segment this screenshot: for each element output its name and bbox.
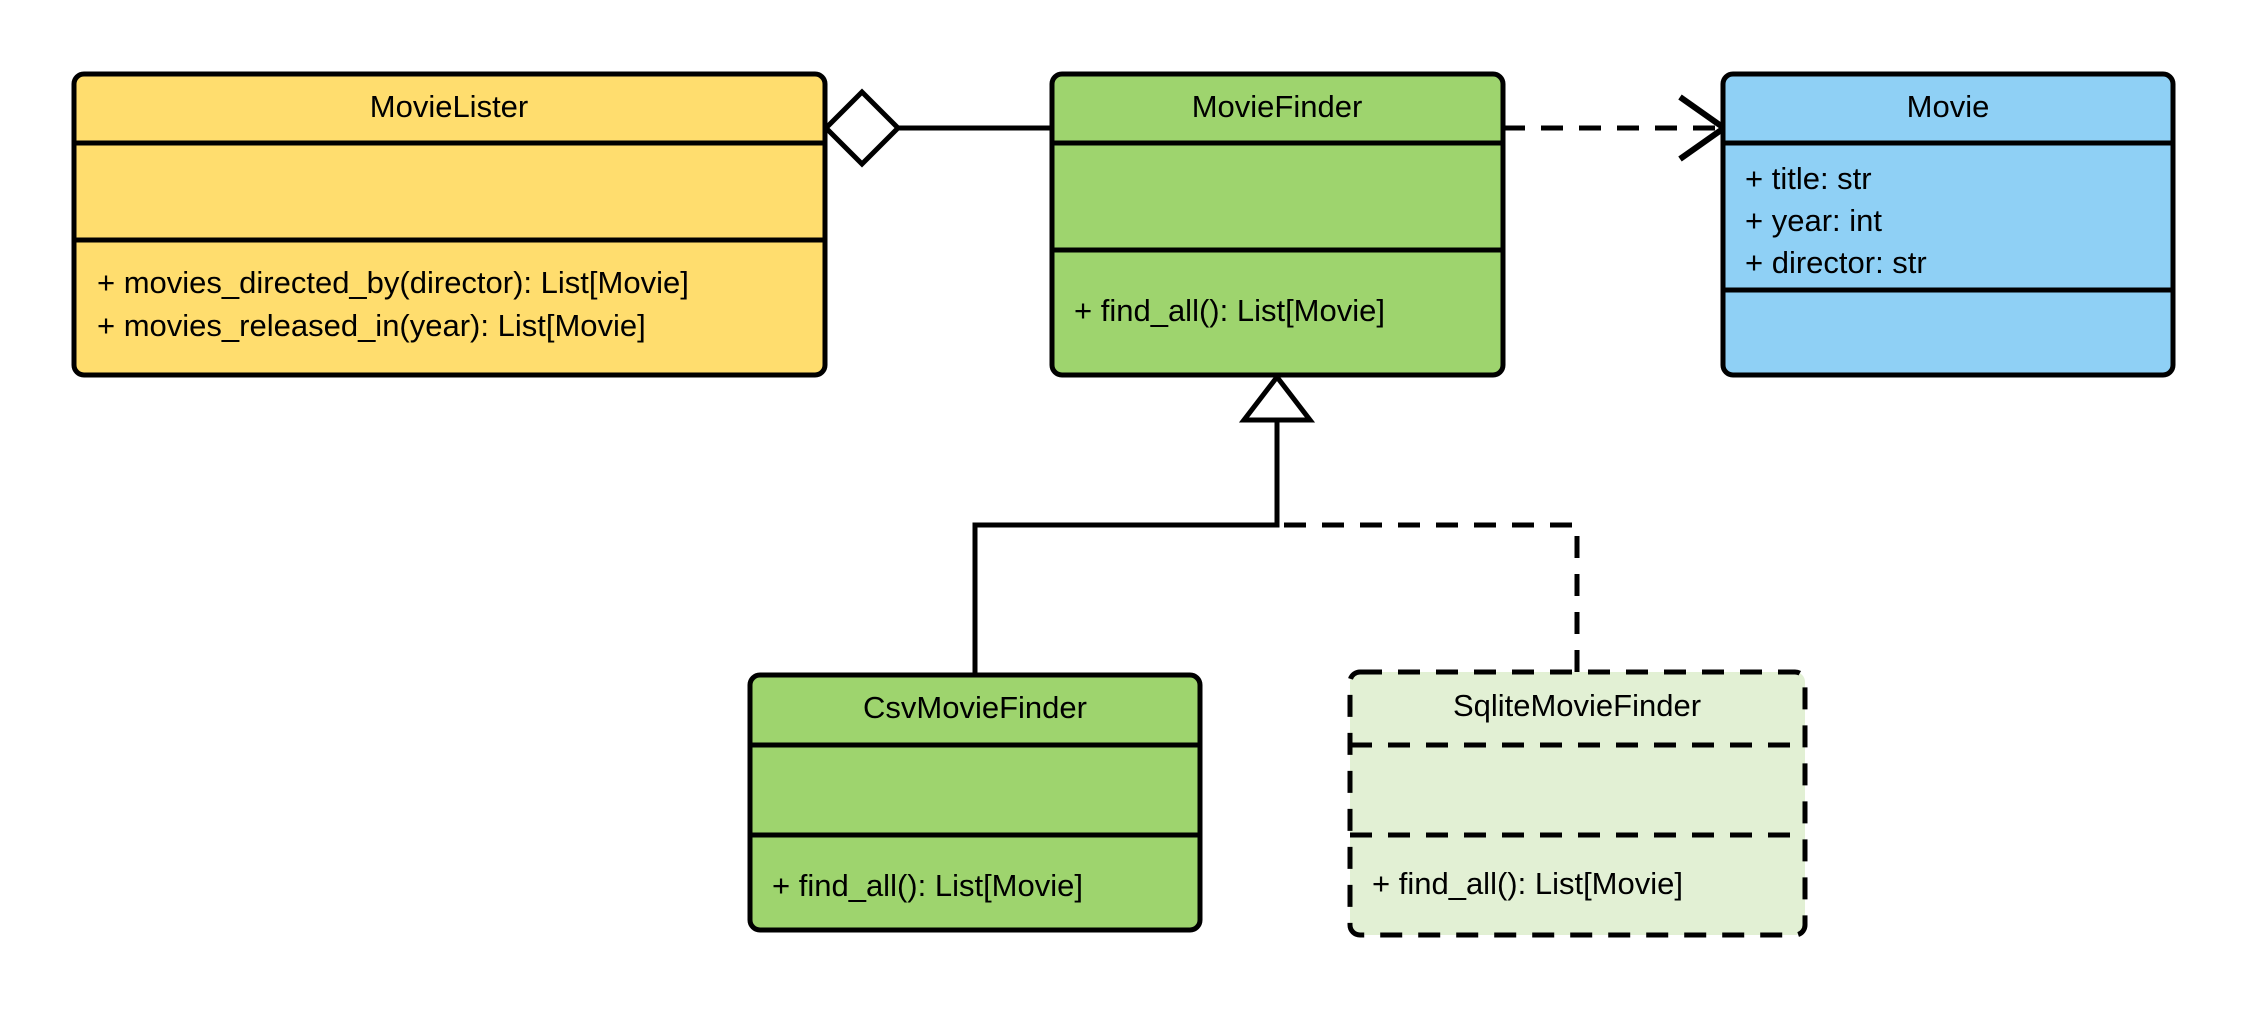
class-box-outline — [1720, 71, 2176, 378]
class-name-label: CsvMovieFinder — [863, 690, 1087, 725]
class-box-movie-finder[interactable]: MovieFinder + find_all(): List[Movie] — [1049, 71, 1506, 378]
class-name-label: SqliteMovieFinder — [1453, 688, 1701, 723]
class-method-label: + find_all(): List[Movie] — [1074, 293, 1385, 328]
realization-line — [1274, 418, 1580, 672]
relationship-aggregation-lister-finder[interactable] — [822, 88, 1052, 168]
class-box-sqlite-movie-finder[interactable]: SqliteMovieFinder + find_all(): List[Mov… — [1347, 669, 1808, 938]
class-name-label: MovieFinder — [1192, 89, 1363, 124]
class-box-outline — [1049, 71, 1506, 378]
class-attribute-label: + director: str — [1745, 245, 1927, 280]
class-method-label: + movies_directed_by(director): List[Mov… — [97, 265, 689, 300]
class-box-csv-movie-finder[interactable]: CsvMovieFinder + find_all(): List[Movie] — [747, 672, 1203, 933]
class-box-outline — [1347, 669, 1808, 938]
class-name-label: Movie — [1907, 89, 1990, 124]
class-method-label: + find_all(): List[Movie] — [772, 868, 1083, 903]
class-attribute-label: + year: int — [1745, 203, 1882, 238]
generalization-line — [972, 418, 1280, 675]
class-box-movie[interactable]: Movie + title: str + year: int + directo… — [1720, 71, 2176, 378]
class-box-outline — [71, 71, 828, 378]
class-name-label: MovieLister — [370, 89, 529, 124]
hollow-diamond-icon — [822, 88, 902, 168]
hollow-triangle-group — [1238, 372, 1316, 423]
hollow-triangle-icon — [1238, 372, 1316, 423]
relationship-dependency-finder-movie[interactable] — [1503, 94, 1730, 162]
class-method-label: + movies_released_in(year): List[Movie] — [97, 308, 646, 343]
relationship-generalization-csv-finder[interactable] — [972, 418, 1280, 675]
class-box-outline — [747, 672, 1203, 933]
class-box-movie-lister[interactable]: MovieLister + movies_directed_by(directo… — [71, 71, 828, 378]
class-attribute-label: + title: str — [1745, 161, 1872, 196]
class-method-label: + find_all(): List[Movie] — [1372, 866, 1683, 901]
relationship-realization-sqlite-finder[interactable] — [1274, 418, 1580, 672]
